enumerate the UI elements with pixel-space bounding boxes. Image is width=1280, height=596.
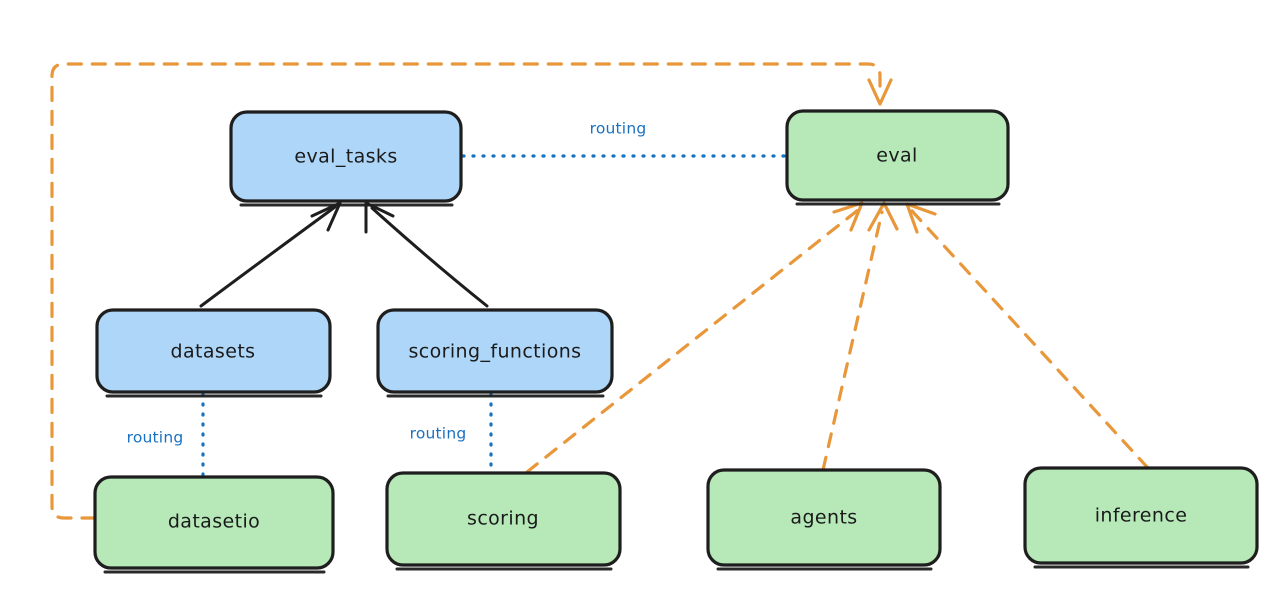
arrowhead-inference-eval — [905, 202, 937, 234]
node-box-scoring — [385, 471, 622, 567]
edge-datasets-eval-tasks[interactable] — [199, 201, 342, 308]
node-box-datasetio — [93, 475, 335, 570]
edge-scoring-functions-scoring[interactable]: routing — [410, 392, 493, 474]
node-label-scoring-functions: scoring_functions — [409, 341, 582, 363]
edge-label-routing-datasets: routing — [127, 429, 184, 447]
node-scoring[interactable]: scoring — [385, 471, 622, 571]
edge-path-scoring-functions-eval-tasks — [370, 206, 489, 308]
node-label-datasetio: datasetio — [168, 511, 260, 533]
node-box-inference — [1023, 466, 1259, 565]
node-eval-tasks[interactable]: eval_tasks — [229, 110, 463, 207]
node-box-scoring-functions — [376, 308, 614, 394]
edge-eval-tasks-eval[interactable]: routing — [461, 120, 788, 158]
node-label-inference: inference — [1095, 505, 1188, 527]
node-label-datasets: datasets — [171, 341, 256, 363]
node-inference[interactable]: inference — [1023, 466, 1259, 569]
edge-path-inference-eval — [910, 209, 1150, 470]
node-datasets[interactable]: datasets — [95, 308, 332, 398]
node-box-eval — [785, 109, 1010, 202]
edge-inference-eval[interactable] — [905, 202, 1150, 470]
node-datasetio[interactable]: datasetio — [93, 475, 335, 574]
node-box-eval-tasks — [229, 110, 463, 203]
arrowhead-agents-eval — [867, 201, 899, 232]
node-box-datasets — [95, 308, 332, 394]
edge-path-datasets-eval-tasks — [199, 205, 337, 308]
edge-datasets-datasetio[interactable]: routing — [127, 392, 205, 478]
edge-group-routing: routing routing routing — [127, 120, 788, 478]
node-label-eval: eval — [876, 145, 917, 167]
arrowhead-datasetio-eval — [867, 78, 893, 106]
node-eval[interactable]: eval — [785, 109, 1010, 206]
edge-group-hierarchy — [199, 201, 489, 308]
edge-datasetio-eval[interactable] — [50, 62, 893, 520]
edge-path-agents-eval — [821, 210, 884, 472]
node-box-agents — [706, 468, 942, 567]
node-scoring-functions[interactable]: scoring_functions — [376, 308, 614, 398]
node-agents[interactable]: agents — [706, 468, 942, 571]
node-label-eval-tasks: eval_tasks — [294, 146, 397, 168]
arrowhead-datasets-eval-tasks — [310, 201, 342, 232]
edge-agents-eval[interactable] — [821, 201, 899, 472]
arrowhead-scoring-functions-eval-tasks — [364, 201, 395, 234]
node-label-agents: agents — [790, 507, 857, 529]
edge-scoring-functions-eval-tasks[interactable] — [364, 201, 489, 308]
edge-label-routing-eval-tasks: routing — [590, 120, 647, 138]
node-group: eval_tasks eval datasets scoring_functio… — [93, 109, 1259, 574]
edge-label-routing-scoring-functions: routing — [410, 425, 467, 443]
edge-path-datasetio-eval — [50, 62, 882, 520]
node-label-scoring: scoring — [467, 508, 539, 530]
